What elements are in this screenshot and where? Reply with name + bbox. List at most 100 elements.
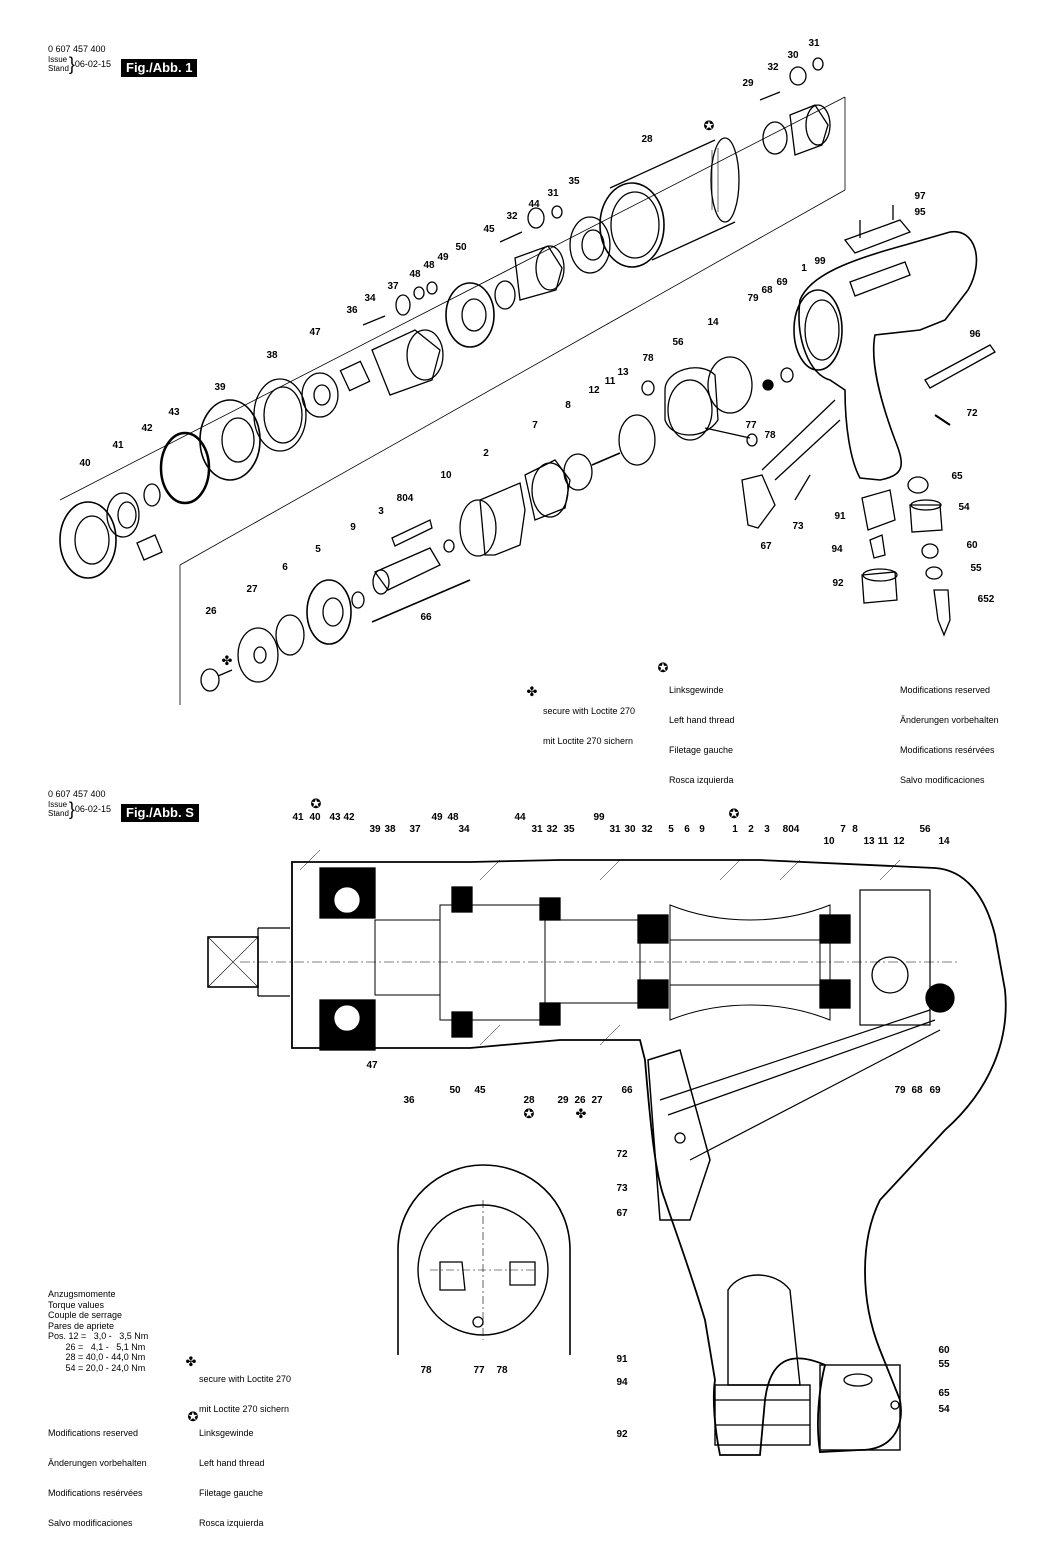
callout-31: 31 bbox=[808, 38, 820, 49]
callout-10: 10 bbox=[440, 470, 452, 481]
callout-30: 30 bbox=[787, 50, 799, 61]
callout-14: 14 bbox=[938, 836, 950, 847]
callout-32: 32 bbox=[506, 211, 518, 222]
callout-69: 69 bbox=[929, 1085, 941, 1096]
callout-48: 48 bbox=[447, 812, 459, 823]
callout-31: 31 bbox=[547, 188, 559, 199]
callout-47: 47 bbox=[309, 327, 321, 338]
callout-73: 73 bbox=[616, 1183, 628, 1194]
callout-78: 78 bbox=[496, 1365, 508, 1376]
symbol-markers: ✪✪✪✪✪✪✤✤✤✤ bbox=[186, 118, 740, 1424]
note-line: Änderungen vorbehalten bbox=[48, 1458, 147, 1468]
callout-43: 43 bbox=[329, 812, 341, 823]
callout-5: 5 bbox=[315, 544, 321, 555]
callout-73: 73 bbox=[792, 521, 804, 532]
callout-47: 47 bbox=[366, 1060, 378, 1071]
callout-78: 78 bbox=[420, 1365, 432, 1376]
figureS-issue-labels: Issue Stand bbox=[48, 800, 69, 818]
figureS-date: 06-02-15 bbox=[74, 804, 111, 814]
left-thread-symbol-icon: ✪ bbox=[188, 1409, 199, 1424]
callout-48: 48 bbox=[423, 260, 435, 271]
callout-45: 45 bbox=[474, 1085, 486, 1096]
callout-26: 26 bbox=[205, 606, 217, 617]
callout-56: 56 bbox=[672, 337, 684, 348]
callout-77: 77 bbox=[473, 1365, 485, 1376]
note-line: Rosca izquierda bbox=[669, 775, 734, 785]
callout-13: 13 bbox=[617, 367, 629, 378]
callout-labels: 3130322928979535314432455049484837343647… bbox=[79, 38, 994, 1440]
note-line: Filetage gauche bbox=[199, 1488, 264, 1498]
callout-13: 13 bbox=[863, 836, 875, 847]
callout-11: 11 bbox=[878, 836, 889, 847]
note-line: Änderungen vorbehalten bbox=[900, 715, 999, 725]
callout-3: 3 bbox=[764, 824, 770, 835]
torque-row: 54 = 20,0 - 24,0 Nm bbox=[48, 1362, 146, 1373]
callout-67: 67 bbox=[616, 1208, 628, 1219]
callout-65: 65 bbox=[951, 471, 963, 482]
callout-9: 9 bbox=[350, 522, 356, 533]
callout-69: 69 bbox=[776, 277, 788, 288]
callout-79: 79 bbox=[747, 293, 759, 304]
note-line: Rosca izquierda bbox=[199, 1518, 264, 1528]
callout-2: 2 bbox=[748, 824, 754, 835]
callout-44: 44 bbox=[514, 812, 526, 823]
callout-99: 99 bbox=[593, 812, 605, 823]
callout-1: 1 bbox=[801, 263, 807, 274]
callout-42: 42 bbox=[343, 812, 355, 823]
callout-32: 32 bbox=[641, 824, 653, 835]
callout-804: 804 bbox=[397, 493, 414, 504]
callout-66: 66 bbox=[420, 612, 432, 623]
torque-heading: Couple de serrage bbox=[48, 1310, 123, 1320]
callout-39: 39 bbox=[214, 382, 226, 393]
note-line: Left hand thread bbox=[669, 715, 735, 725]
figureS-part-number: 0 607 457 400 bbox=[48, 789, 106, 799]
figureS-header: 0 607 457 400 Issue Stand }06-02-15 bbox=[48, 789, 111, 818]
callout-44: 44 bbox=[528, 199, 540, 210]
figure1-title: Fig./Abb. 1 bbox=[121, 59, 198, 77]
figureS-title: Fig./Abb. S bbox=[121, 804, 199, 822]
issue-label: Issue bbox=[48, 55, 68, 64]
note-line: mit Loctite 270 sichern bbox=[199, 1404, 290, 1414]
callout-68: 68 bbox=[911, 1085, 923, 1096]
callout-41: 41 bbox=[292, 812, 304, 823]
callout-12: 12 bbox=[588, 385, 600, 396]
callout-55: 55 bbox=[938, 1359, 950, 1370]
callout-92: 92 bbox=[616, 1429, 628, 1440]
figureS-loctite-notes: secure with Loctite 270 mit Loctite 270 … bbox=[199, 1354, 291, 1434]
exploded-parts-drawing-page: 0 607 457 400 Issue Stand }06-02-15 Fig.… bbox=[48, 38, 1007, 1528]
callout-2: 2 bbox=[483, 448, 489, 459]
note-line: secure with Loctite 270 bbox=[543, 706, 636, 716]
stand-label: Stand bbox=[48, 809, 69, 818]
callout-60: 60 bbox=[966, 540, 978, 551]
callout-94: 94 bbox=[831, 544, 843, 555]
callout-26: 26 bbox=[574, 1095, 586, 1106]
loctite-symbol-icon: ✤ bbox=[576, 1106, 587, 1121]
callout-3: 3 bbox=[378, 506, 384, 517]
callout-38: 38 bbox=[266, 350, 278, 361]
callout-35: 35 bbox=[563, 824, 575, 835]
callout-28: 28 bbox=[523, 1095, 535, 1106]
callout-41: 41 bbox=[112, 440, 124, 451]
stand-label: Stand bbox=[48, 64, 69, 73]
callout-96: 96 bbox=[969, 329, 981, 340]
callout-6: 6 bbox=[282, 562, 288, 573]
torque-heading: Anzugsmomente bbox=[48, 1289, 116, 1299]
callout-97: 97 bbox=[914, 191, 926, 202]
callout-39: 39 bbox=[369, 824, 381, 835]
callout-40: 40 bbox=[309, 812, 321, 823]
figure1-header: 0 607 457 400 Issue Stand }06-02-15 bbox=[48, 44, 111, 73]
callout-12: 12 bbox=[893, 836, 905, 847]
brace-glyph: } bbox=[68, 54, 75, 74]
callout-50: 50 bbox=[455, 242, 467, 253]
note-line: Salvo modificaciones bbox=[900, 775, 985, 785]
note-line: Salvo modificaciones bbox=[48, 1518, 133, 1528]
callout-66: 66 bbox=[621, 1085, 633, 1096]
note-line: mit Loctite 270 sichern bbox=[543, 736, 634, 746]
note-line: Modifications resérvées bbox=[900, 745, 995, 755]
callout-37: 37 bbox=[409, 824, 421, 835]
note-line: Modifications resérvées bbox=[48, 1488, 143, 1498]
callout-60: 60 bbox=[938, 1345, 950, 1356]
callout-37: 37 bbox=[387, 281, 399, 292]
